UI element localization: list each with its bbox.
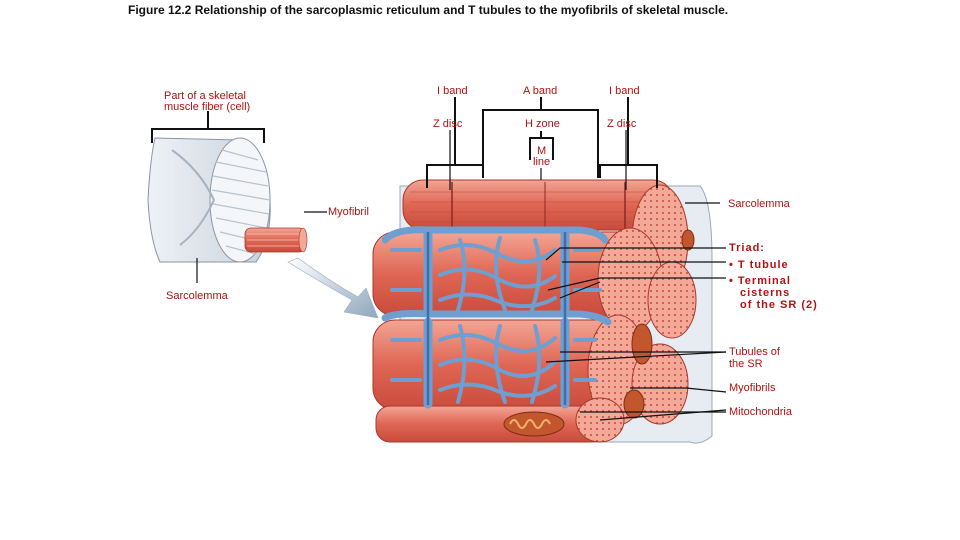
label-myofibril: Myofibril [328, 206, 369, 218]
leader-lines [196, 130, 727, 421]
label-sarcolemma-left: Sarcolemma [166, 290, 228, 302]
fiber-bracket [151, 111, 265, 143]
label-z-disc-left: Z disc [433, 118, 463, 130]
label-triad: Triad: [729, 242, 765, 254]
label-part-of-fiber-1: Part of a skeletal [164, 90, 246, 102]
mitochondria [503, 229, 695, 437]
figure-title: Figure 12.2 Relationship of the sarcopla… [128, 3, 729, 17]
label-mitochondria: Mitochondria [729, 406, 792, 418]
band-brackets [426, 97, 658, 188]
magnify-arrow [287, 257, 379, 319]
label-h-zone: H zone [525, 118, 560, 130]
label-m-line-2: line [533, 156, 551, 168]
label-part-of-fiber-2: muscle fiber (cell) [164, 101, 251, 113]
label-t-tubule: • T tubule [729, 259, 789, 271]
label-sarcolemma-right: Sarcolemma [728, 198, 790, 210]
label-terminal-1: • Terminal [729, 275, 791, 287]
label-i-band-right: I band [609, 85, 640, 97]
t-tubules [426, 232, 567, 405]
label-terminal-2: cisterns [740, 287, 791, 299]
label-tubules-2: the SR [729, 358, 763, 370]
label-m-line-1: M [537, 145, 547, 157]
label-a-band: A band [523, 85, 558, 97]
label-myofibrils: Myofibrils [729, 382, 776, 394]
myofibril-pulled-out [244, 227, 308, 253]
label-i-band-left: I band [437, 85, 468, 97]
label-tubules-1: Tubules of [729, 346, 780, 358]
label-terminal-3: of the SR (2) [740, 299, 818, 311]
muscle-fiber-segment [147, 137, 271, 263]
label-z-disc-right: Z disc [607, 118, 637, 130]
